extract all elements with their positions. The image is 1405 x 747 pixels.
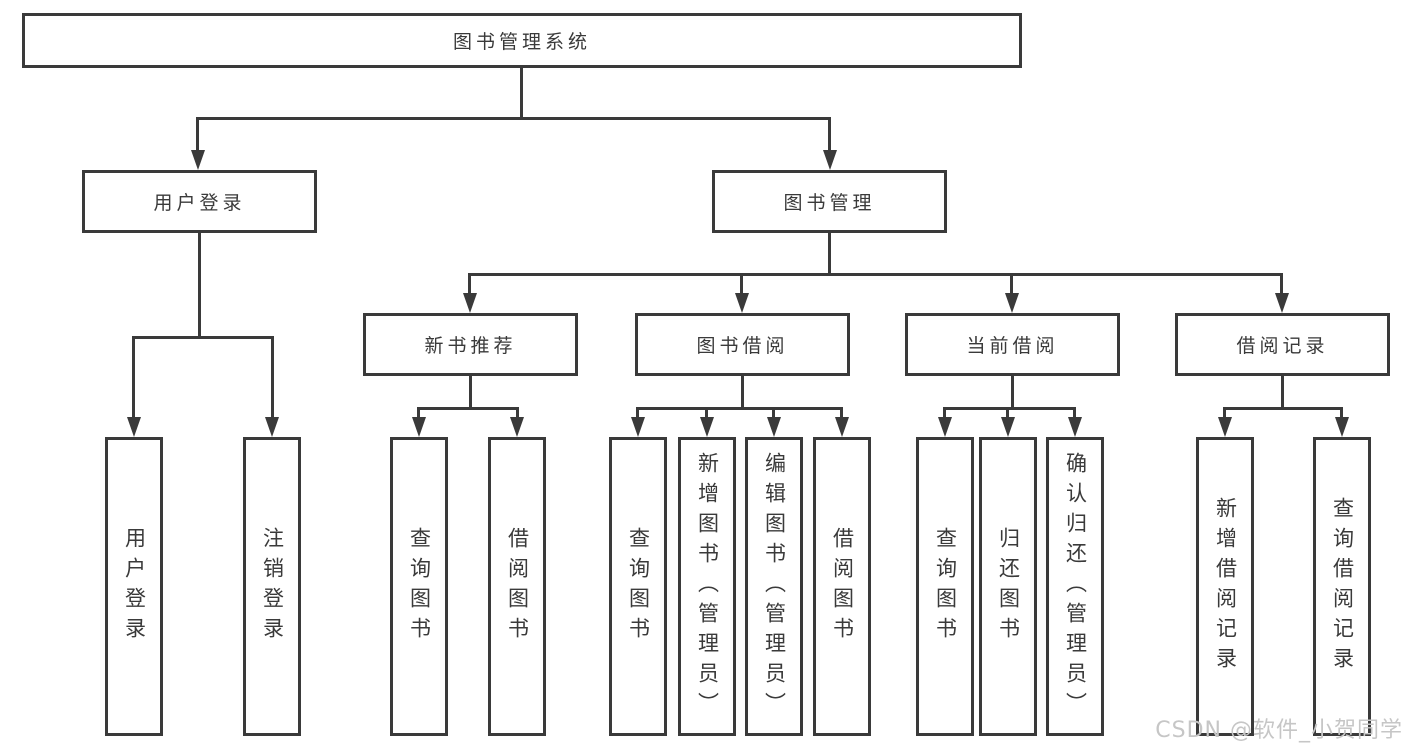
- leaf-label: 新增图书（管理员）: [695, 451, 720, 722]
- arrowhead-down-icon: [767, 417, 781, 437]
- node-current-borrowing: 当前借阅: [905, 313, 1120, 376]
- connector-line: [943, 407, 1076, 410]
- connector-line: [1011, 376, 1014, 409]
- node-label: 图书借阅: [696, 335, 789, 357]
- leaf-label: 确认归还（管理员）: [1063, 451, 1088, 722]
- connector-line: [1280, 273, 1283, 301]
- node-book-borrowing: 图书借阅: [635, 313, 850, 376]
- leaf-query-borrow-record: 查询借阅记录: [1313, 437, 1371, 736]
- node-borrowing-records: 借阅记录: [1175, 313, 1390, 376]
- leaf-logout: 注销登录: [243, 437, 301, 736]
- connector-line: [636, 407, 843, 410]
- node-label: 图书管理系统: [452, 31, 591, 53]
- connector-line: [132, 336, 274, 339]
- connector-line: [1010, 273, 1013, 301]
- connector-line: [840, 407, 843, 425]
- connector-line: [1340, 407, 1343, 425]
- connector-line: [516, 407, 519, 425]
- node-label: 新书推荐: [424, 335, 517, 357]
- connector-line: [271, 336, 274, 424]
- node-book-management: 图书管理: [712, 170, 947, 233]
- arrowhead-down-icon: [631, 417, 645, 437]
- leaf-label: 查询图书: [626, 526, 651, 647]
- arrowhead-down-icon: [1275, 293, 1289, 313]
- leaf-label: 归还图书: [996, 526, 1021, 647]
- leaf-add-borrow-record: 新增借阅记录: [1196, 437, 1254, 736]
- connector-line: [943, 407, 946, 425]
- connector-line: [198, 233, 201, 338]
- connector-line: [741, 376, 744, 409]
- leaf-label: 查询借阅记录: [1330, 496, 1355, 677]
- node-label: 当前借阅: [966, 335, 1059, 357]
- connector-line: [828, 233, 831, 275]
- arrowhead-down-icon: [823, 150, 837, 170]
- arrowhead-down-icon: [1068, 417, 1082, 437]
- arrowhead-down-icon: [700, 417, 714, 437]
- connector-line: [772, 407, 775, 425]
- arrowhead-down-icon: [1335, 417, 1349, 437]
- arrowhead-down-icon: [938, 417, 952, 437]
- leaf-borrow-books-recommend: 借阅图书: [488, 437, 546, 736]
- arrowhead-down-icon: [463, 293, 477, 313]
- arrowhead-down-icon: [412, 417, 426, 437]
- leaf-label: 编辑图书（管理员）: [762, 451, 787, 722]
- connector-line: [1281, 376, 1284, 409]
- arrowhead-down-icon: [1218, 417, 1232, 437]
- connector-line: [196, 117, 831, 120]
- arrowhead-down-icon: [835, 417, 849, 437]
- leaf-query-books-current: 查询图书: [916, 437, 974, 736]
- node-label: 用户登录: [153, 192, 246, 214]
- node-user-login: 用户登录: [82, 170, 317, 233]
- arrowhead-down-icon: [191, 150, 205, 170]
- leaf-borrow-books: 借阅图书: [813, 437, 871, 736]
- connector-line: [468, 273, 1283, 276]
- arrowhead-down-icon: [510, 417, 524, 437]
- connector-line: [469, 376, 472, 409]
- connector-line: [1006, 407, 1009, 425]
- leaf-return-books: 归还图书: [979, 437, 1037, 736]
- node-root-library-system: 图书管理系统: [22, 13, 1022, 68]
- connector-line: [417, 407, 519, 410]
- connector-line: [417, 407, 420, 425]
- connector-line: [740, 273, 743, 301]
- node-new-book-recommendation: 新书推荐: [363, 313, 578, 376]
- leaf-label: 注销登录: [260, 526, 285, 647]
- arrowhead-down-icon: [127, 417, 141, 437]
- arrowhead-down-icon: [1005, 293, 1019, 313]
- leaf-label: 新增借阅记录: [1213, 496, 1238, 677]
- connector-line: [196, 117, 199, 157]
- connector-line: [705, 407, 708, 425]
- connector-line: [132, 336, 135, 424]
- leaf-label: 查询图书: [407, 526, 432, 647]
- connector-line: [828, 117, 831, 157]
- leaf-label: 借阅图书: [830, 526, 855, 647]
- connector-line: [1223, 407, 1343, 410]
- leaf-label: 用户登录: [122, 526, 147, 647]
- node-label: 借阅记录: [1236, 335, 1329, 357]
- leaf-query-books-recommend: 查询图书: [390, 437, 448, 736]
- connector-line: [1223, 407, 1226, 425]
- leaf-add-books-admin: 新增图书（管理员）: [678, 437, 736, 736]
- node-label: 图书管理: [783, 192, 876, 214]
- connector-line: [636, 407, 639, 425]
- connector-line: [1073, 407, 1076, 425]
- leaf-edit-books-admin: 编辑图书（管理员）: [745, 437, 803, 736]
- arrowhead-down-icon: [265, 417, 279, 437]
- leaf-label: 借阅图书: [505, 526, 530, 647]
- arrowhead-down-icon: [735, 293, 749, 313]
- csdn-watermark: CSDN @软件_小贺同学: [1155, 718, 1403, 743]
- leaf-confirm-return-admin: 确认归还（管理员）: [1046, 437, 1104, 736]
- leaf-query-books-borrowing: 查询图书: [609, 437, 667, 736]
- connector-line: [520, 68, 523, 119]
- leaf-user-login: 用户登录: [105, 437, 163, 736]
- leaf-label: 查询图书: [933, 526, 958, 647]
- arrowhead-down-icon: [1001, 417, 1015, 437]
- connector-line: [468, 273, 471, 301]
